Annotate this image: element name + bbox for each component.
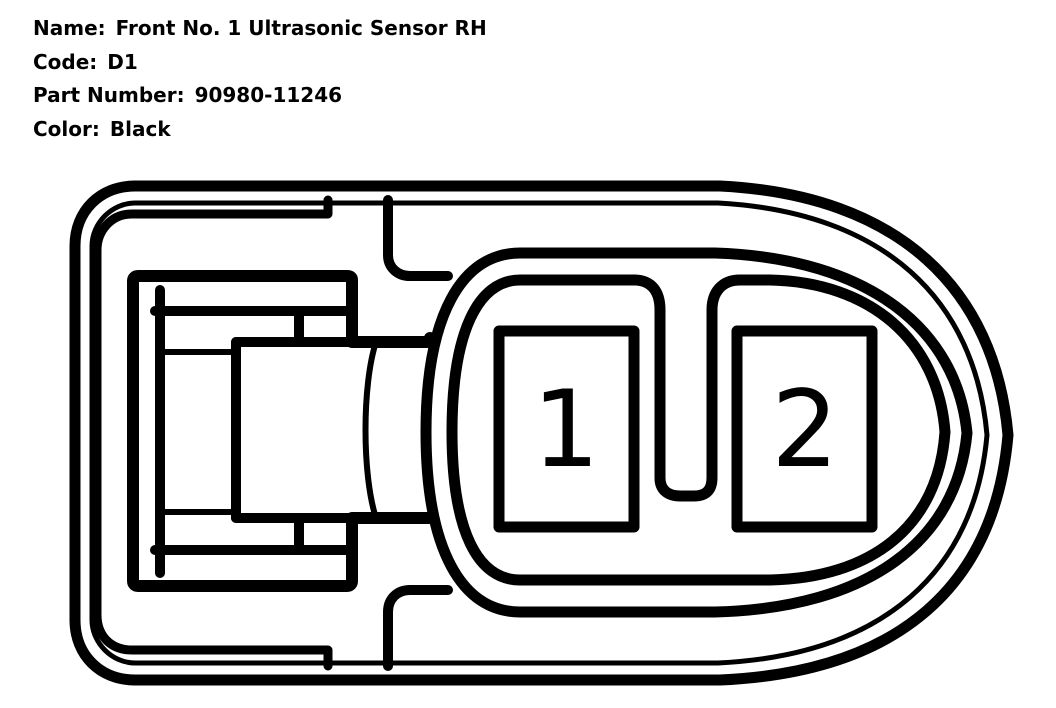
name-row: Name: Front No. 1 Ultrasonic Sensor RH [33,12,733,46]
connector-info: Name: Front No. 1 Ultrasonic Sensor RH Co… [33,12,733,146]
color-label: Color: [33,116,100,141]
connector-housing-outer [69,180,1014,686]
part-number-label: Part Number: [33,83,185,107]
pin-1-terminal [493,325,640,533]
pin-2-label: 2 [771,368,838,491]
locking-lever [127,270,436,592]
terminal-cavity-inner [446,274,951,586]
part-number-row: Part Number: 90980-11246 [33,79,733,113]
lock-flange [92,195,333,671]
lever-side-arc [362,339,379,521]
part-number-value: 90980-11246 [194,83,343,107]
key-notch-top [383,195,453,281]
terminal-cavity-outer [420,247,973,618]
pin-2-terminal [731,325,878,533]
name-value: Front No. 1 Ultrasonic Sensor RH [115,16,487,40]
pin-1-label: 1 [532,368,599,491]
key-notch-bottom [383,585,453,671]
name-label: Name: [33,16,106,40]
code-row: Code: D1 [33,46,733,80]
connector-housing-inner-ridge [89,200,990,666]
color-value: Black [109,116,171,141]
code-label: Code: [33,49,98,74]
code-value: D1 [107,49,138,74]
color-row: Color: Black [33,113,733,147]
